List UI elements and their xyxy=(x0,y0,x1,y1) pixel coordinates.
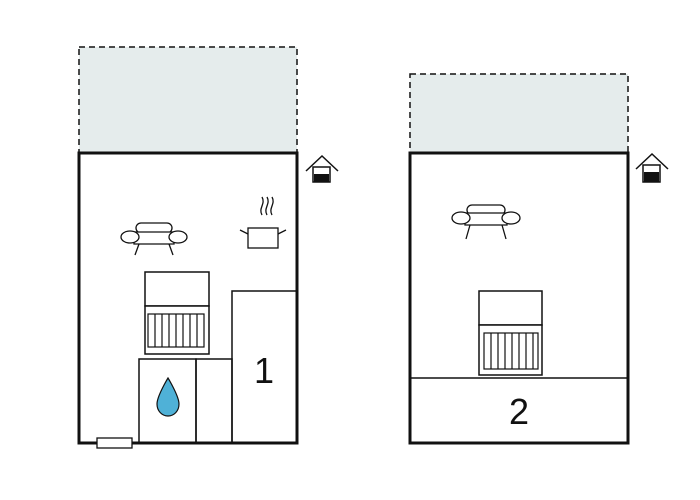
sofa-icon xyxy=(120,222,188,256)
floor-1-terrace xyxy=(78,46,298,154)
room-1-label: 1 xyxy=(254,350,274,391)
floor-2-terrace xyxy=(409,73,629,154)
door-icon xyxy=(96,437,133,449)
bed-icon xyxy=(144,271,210,355)
entrance-icon xyxy=(305,154,339,183)
water-drop-icon xyxy=(156,376,180,417)
room-2-label: 2 xyxy=(509,391,529,432)
floor-1-plan: 1 xyxy=(77,46,339,449)
entrance-icon xyxy=(635,152,669,183)
cooking-pot-icon xyxy=(239,196,287,249)
sofa-icon xyxy=(451,204,521,240)
floor-2-plan: 2 xyxy=(408,73,669,445)
bed-icon xyxy=(478,290,543,376)
utility-room xyxy=(195,358,233,444)
